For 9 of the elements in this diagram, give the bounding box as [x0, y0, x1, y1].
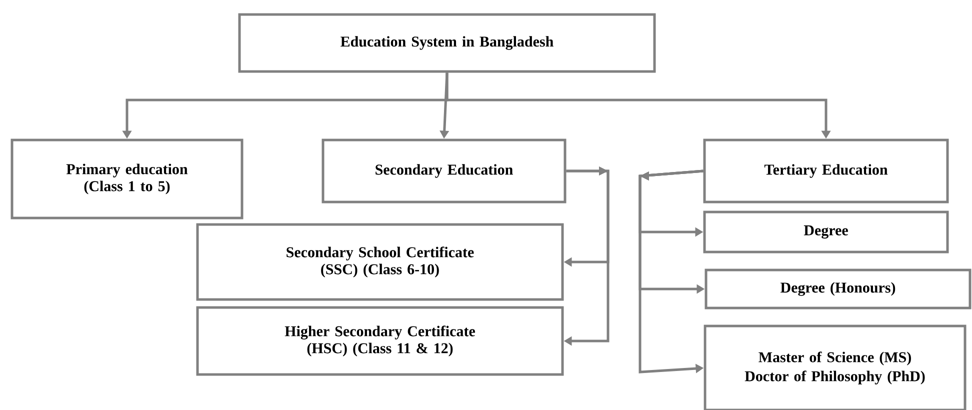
- text-box: Master of Science (MS) Doctor of Philosophy (PhD): [704, 324, 966, 410]
- text-box: Tertiary Education: [703, 138, 949, 204]
- text-box: Higher Secondary Certificate (HSC) (Class 11 & 12): [196, 306, 564, 376]
- text-box: Degree (Honours): [704, 268, 972, 310]
- text-box: Education System in Bangladesh: [238, 13, 656, 73]
- text-box: Secondary School Certificate (SSC) (Class 6-10): [196, 223, 564, 301]
- text-box: Degree: [703, 210, 949, 254]
- text-box: Secondary Education: [322, 138, 566, 204]
- text-box: Primary education (Class 1 to 5): [10, 138, 244, 220]
